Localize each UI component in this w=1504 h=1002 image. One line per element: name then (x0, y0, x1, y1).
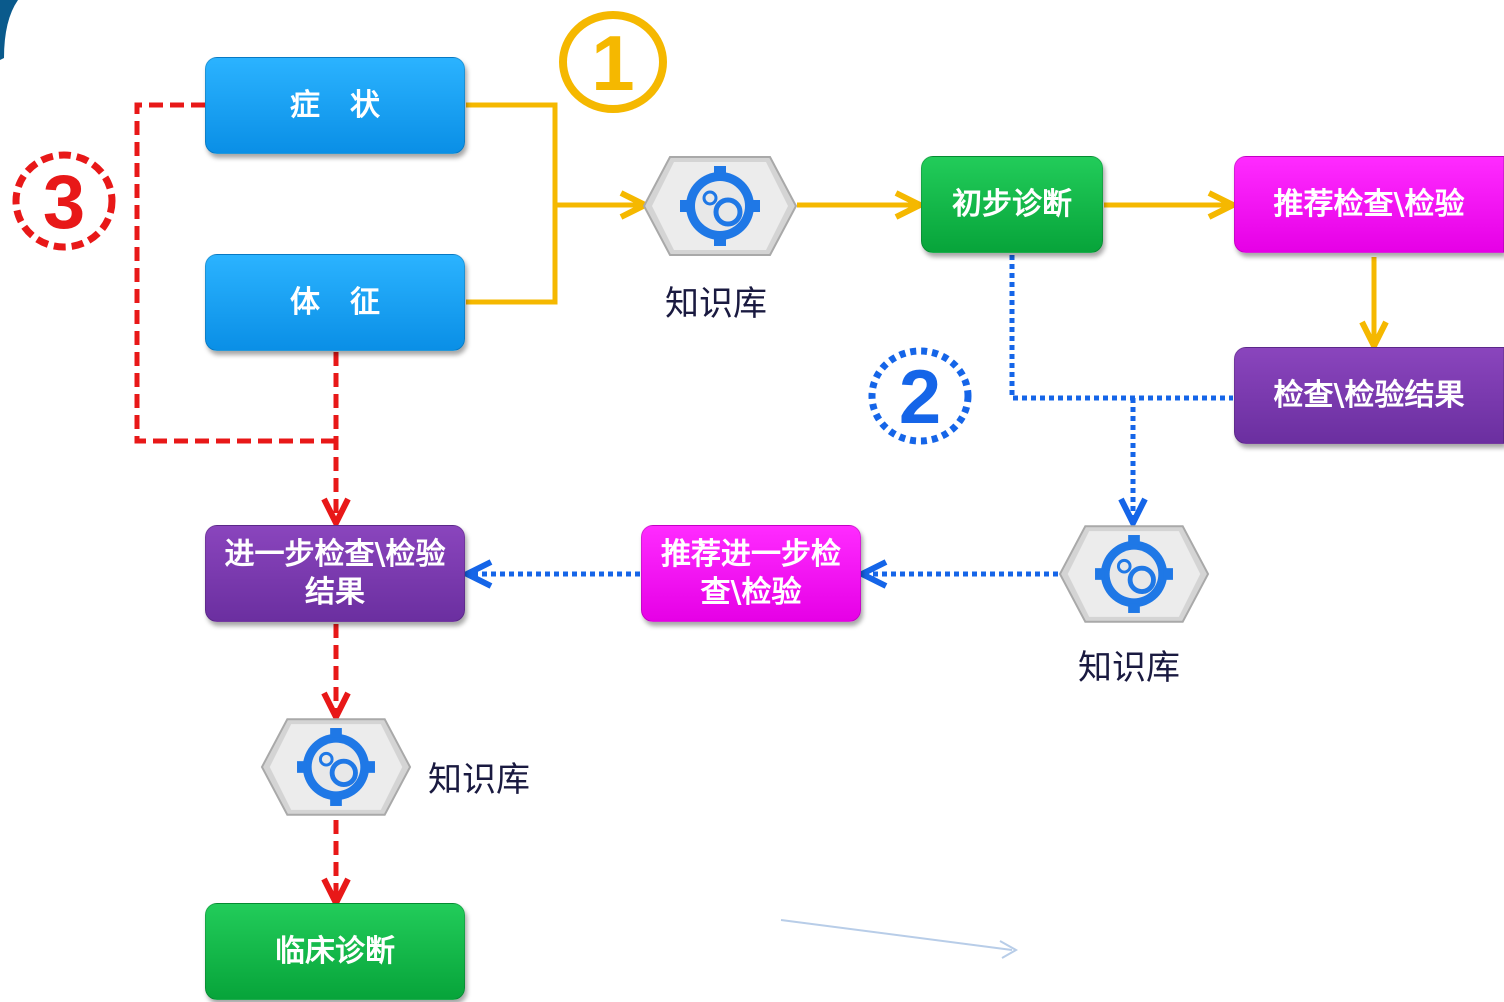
symptom-bracket (134, 102, 336, 444)
knowledge-base-gear-icon[interactable] (260, 716, 412, 818)
knowledge-base-gear-icon[interactable] (1058, 523, 1210, 625)
step-3-marker: 3 (12, 151, 116, 251)
step-1-marker: 1 (559, 11, 667, 113)
preliminary-result-link (1009, 255, 1233, 401)
knowledge-base-gear-icon[interactable] (642, 154, 798, 258)
recommend-exam-label: 推荐检查\检验 (1273, 186, 1465, 222)
step-2-marker: 2 (868, 347, 972, 445)
recommend-further-node[interactable]: 推荐进一步检查\检验 (641, 525, 861, 622)
step-2-number: 2 (899, 355, 941, 440)
further-result-label: 进一步检查\检验结果 (224, 537, 446, 610)
gear-hexagon-icon (260, 718, 412, 816)
preliminary-diagnosis-label: 初步诊断 (952, 186, 1072, 222)
sign-label: 体 征 (290, 284, 380, 320)
further-result-node[interactable]: 进一步检查\检验结果 (205, 525, 465, 622)
flow2-lines (470, 255, 1233, 574)
gear-hexagon-icon (642, 156, 798, 256)
flow1-lines (466, 102, 1374, 343)
recommend-exam-node[interactable]: 推荐检查\检验 (1234, 156, 1504, 253)
knowledge-base-label: 知识库 (428, 760, 530, 800)
recommend-further-label: 推荐进一步检查\检验 (661, 537, 841, 610)
exam-result-label: 检查\检验结果 (1273, 377, 1465, 413)
step-3-number: 3 (43, 160, 85, 245)
symptom-label: 症 状 (290, 87, 380, 123)
knowledge-base-label: 知识库 (1078, 648, 1180, 688)
gear-hexagon-icon (1058, 525, 1210, 623)
clinical-diagnosis-node[interactable]: 临床诊断 (205, 903, 465, 1000)
clinical-diagnosis-label: 临床诊断 (275, 933, 395, 969)
step-1-number: 1 (591, 19, 634, 107)
preliminary-diagnosis-node[interactable]: 初步诊断 (921, 156, 1103, 253)
symptom-sign-bracket (466, 102, 558, 305)
flow3-lines (134, 102, 336, 900)
sign-node[interactable]: 体 征 (205, 254, 465, 351)
exam-result-node[interactable]: 检查\检验结果 (1234, 347, 1504, 444)
symptom-node[interactable]: 症 状 (205, 57, 465, 154)
corner-decoration (0, 0, 18, 60)
decorative-line (780, 919, 1019, 959)
knowledge-base-label: 知识库 (665, 284, 767, 324)
